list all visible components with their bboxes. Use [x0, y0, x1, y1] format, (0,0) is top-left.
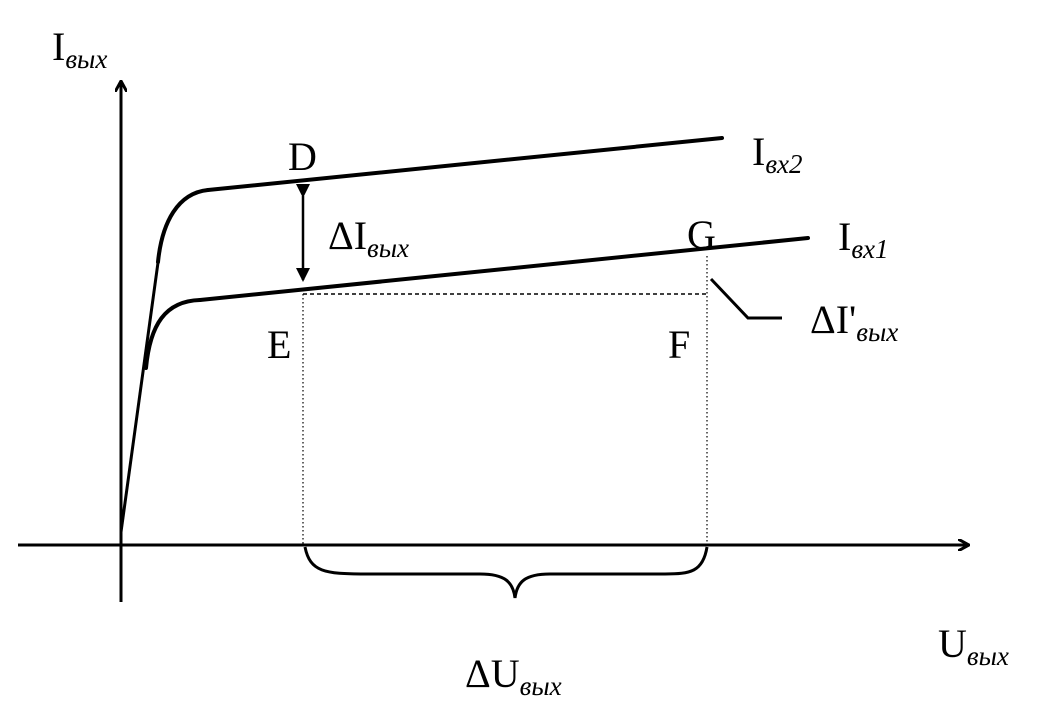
- delta-u-brace: [303, 546, 709, 599]
- point-f-label: F: [668, 322, 690, 367]
- curve-initial-rise: [119, 247, 162, 533]
- delta-i-prime-leader: [709, 277, 782, 320]
- curve-ivh2-knee: [156, 188, 210, 264]
- point-e-label: E: [267, 322, 291, 367]
- curve-ivh1-knee: [144, 298, 202, 370]
- point-g-label: G: [687, 212, 716, 257]
- curve-ivh1-line: [198, 236, 810, 302]
- delta-i-label: ΔIвых: [328, 213, 409, 263]
- curve1-label: Iвх1: [838, 214, 889, 264]
- x-axis-label: Uвых: [938, 621, 1009, 671]
- point-d-label: D: [288, 134, 317, 179]
- delta-u-label: ΔUвых: [465, 651, 562, 701]
- y-axis-label: Iвых: [52, 24, 107, 74]
- delta-i-prime-label: ΔI'вых: [810, 297, 898, 347]
- curve-ivh2-line: [206, 136, 724, 192]
- curve2-label: Iвх2: [752, 129, 803, 179]
